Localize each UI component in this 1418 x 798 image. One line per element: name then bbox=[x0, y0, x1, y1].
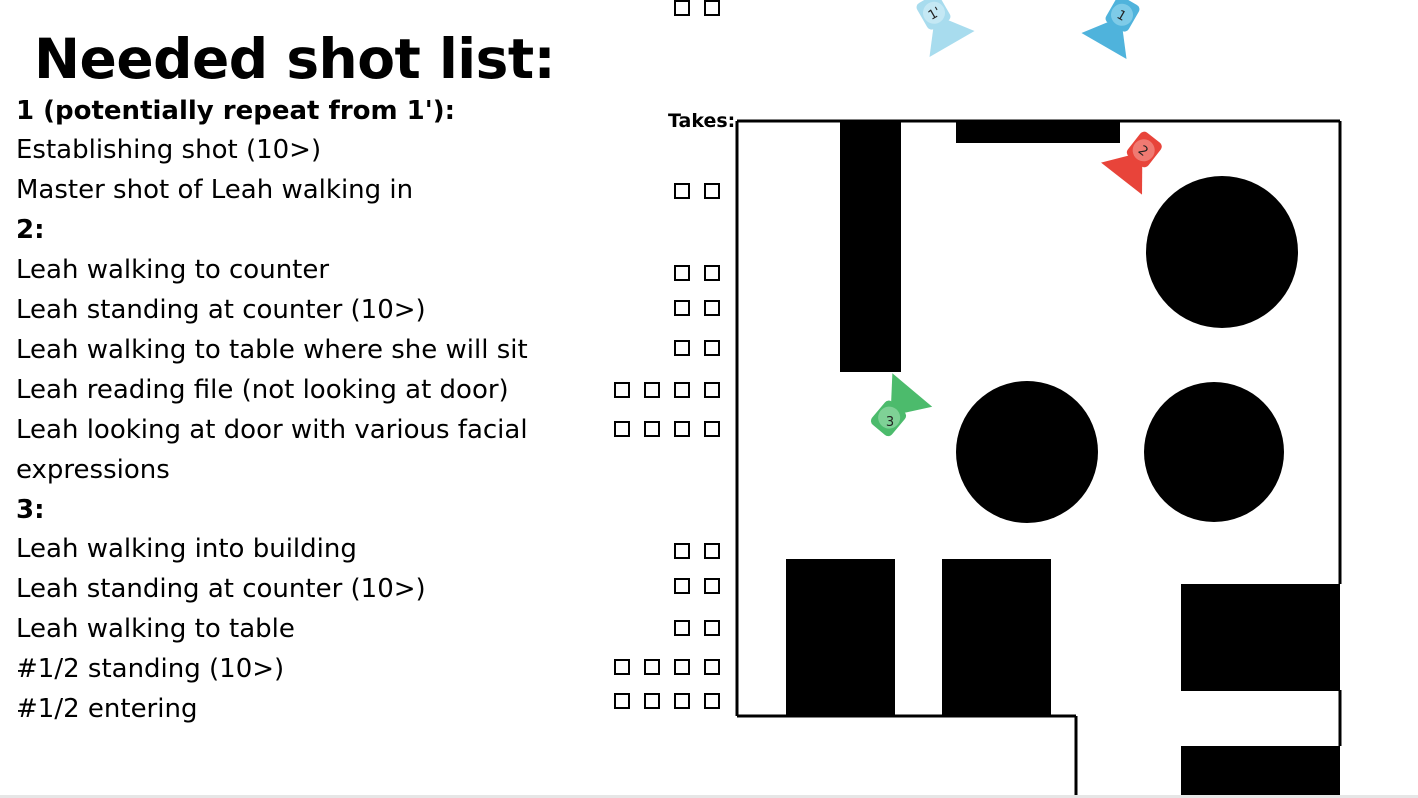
take-checkbox[interactable] bbox=[614, 659, 630, 675]
take-checkbox[interactable] bbox=[674, 693, 690, 709]
table-round bbox=[1146, 176, 1298, 328]
booth bbox=[1181, 584, 1340, 691]
take-checkbox[interactable] bbox=[704, 340, 720, 356]
section-heading: 1 (potentially repeat from 1'): bbox=[16, 96, 455, 126]
table-round bbox=[956, 381, 1098, 523]
camera-icon: 1 bbox=[1081, 0, 1140, 59]
bottom-divider bbox=[0, 795, 1418, 798]
take-checkbox[interactable] bbox=[674, 543, 690, 559]
booth bbox=[786, 559, 895, 717]
take-checkbox[interactable] bbox=[674, 382, 690, 398]
section-heading: 3: bbox=[16, 495, 45, 525]
take-checkbox[interactable] bbox=[674, 183, 690, 199]
shot-item: Leah looking at door with various facial bbox=[16, 415, 528, 445]
take-checkbox[interactable] bbox=[704, 382, 720, 398]
shot-item: Leah standing at counter (10>) bbox=[16, 574, 426, 604]
take-checkbox[interactable] bbox=[704, 693, 720, 709]
camera-icon: 1' bbox=[916, 0, 975, 57]
take-checkbox[interactable] bbox=[704, 543, 720, 559]
take-checkbox[interactable] bbox=[704, 265, 720, 281]
take-checkbox[interactable] bbox=[644, 421, 660, 437]
take-checkbox[interactable] bbox=[674, 340, 690, 356]
page-title: Needed shot list: bbox=[34, 27, 556, 91]
take-checkbox[interactable] bbox=[644, 382, 660, 398]
take-checkbox[interactable] bbox=[674, 0, 690, 16]
shot-item: Establishing shot (10>) bbox=[16, 135, 322, 165]
take-checkbox[interactable] bbox=[704, 183, 720, 199]
shot-item: Leah standing at counter (10>) bbox=[16, 295, 426, 325]
shot-item: #1/2 standing (10>) bbox=[16, 654, 285, 684]
camera-label: 3 bbox=[886, 415, 894, 430]
take-checkbox[interactable] bbox=[674, 620, 690, 636]
take-checkbox[interactable] bbox=[674, 300, 690, 316]
take-checkbox[interactable] bbox=[614, 421, 630, 437]
floor-plan-furniture bbox=[786, 121, 1340, 798]
take-checkbox[interactable] bbox=[614, 693, 630, 709]
shot-item: Leah walking to table bbox=[16, 614, 295, 644]
shot-item: Master shot of Leah walking in bbox=[16, 175, 414, 205]
take-checkbox[interactable] bbox=[704, 578, 720, 594]
door-frame bbox=[956, 121, 1120, 143]
camera-icon bbox=[870, 373, 933, 437]
shot-item: Leah walking to counter bbox=[16, 255, 330, 285]
camera-icon: 2 bbox=[1101, 131, 1162, 195]
take-checkbox[interactable] bbox=[704, 421, 720, 437]
shot-item: Leah walking into building bbox=[16, 534, 357, 564]
take-checkbox[interactable] bbox=[704, 659, 720, 675]
counter bbox=[840, 121, 901, 372]
take-checkbox[interactable] bbox=[644, 659, 660, 675]
take-checkbox[interactable] bbox=[614, 382, 630, 398]
take-checkbox[interactable] bbox=[644, 693, 660, 709]
shot-item: Leah walking to table where she will sit bbox=[16, 335, 528, 365]
takes-label: Takes: bbox=[668, 110, 736, 132]
shot-item: #1/2 entering bbox=[16, 694, 198, 724]
shot-item: Leah reading file (not looking at door) bbox=[16, 375, 509, 405]
take-checkbox[interactable] bbox=[704, 0, 720, 16]
take-checkbox[interactable] bbox=[674, 578, 690, 594]
take-checkbox[interactable] bbox=[674, 421, 690, 437]
table-round bbox=[1144, 382, 1284, 522]
section-heading: 2: bbox=[16, 215, 45, 245]
shot-item: expressions bbox=[16, 455, 170, 485]
take-checkbox[interactable] bbox=[674, 265, 690, 281]
take-checkbox[interactable] bbox=[674, 659, 690, 675]
booth bbox=[942, 559, 1051, 717]
take-checkbox[interactable] bbox=[704, 300, 720, 316]
take-checkbox[interactable] bbox=[704, 620, 720, 636]
booth bbox=[1181, 746, 1340, 798]
